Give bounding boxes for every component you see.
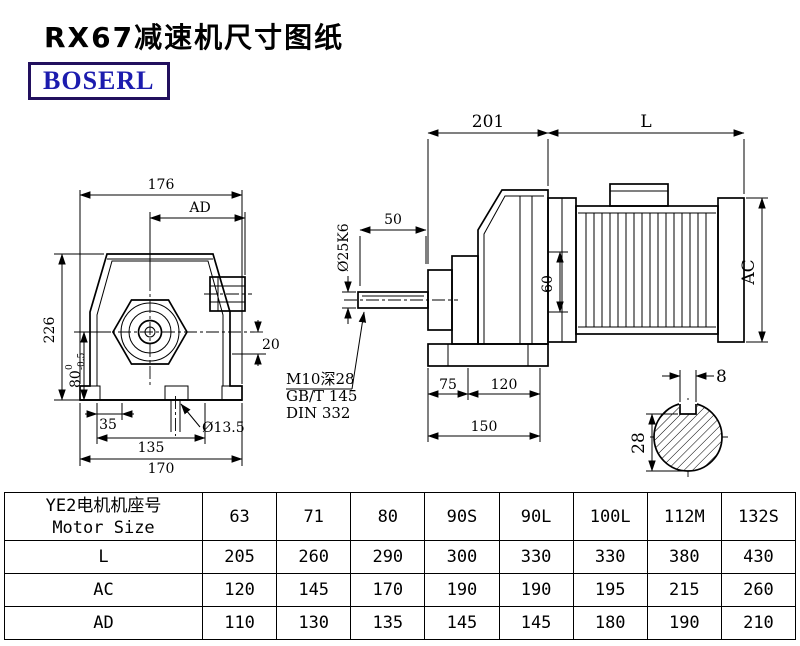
table-cell: 145 [276, 573, 352, 607]
table-cell: 210 [720, 606, 797, 640]
dim-35-label: 35 [99, 417, 117, 433]
brand-logo-text: BOSERL [43, 66, 155, 95]
table-header-cn: YE2电机机座号 [45, 495, 162, 516]
dim-75-label: 75 [439, 377, 457, 393]
dim-80-label: 80 [68, 370, 84, 388]
table-cell: 260 [720, 573, 797, 607]
table-cell: 170 [350, 573, 426, 607]
dim-shaft-dia-label: Ø25K6 [336, 223, 352, 272]
motor-size-col: 80 [350, 492, 426, 541]
shaft-section-dimensions: 8 28 [629, 367, 727, 472]
motor-size-col: 100L [572, 492, 648, 541]
dim-50-label: 50 [384, 212, 402, 228]
table-header-en: Motor Size [52, 517, 155, 538]
table-cell: 330 [498, 540, 574, 574]
table-cell: 330 [572, 540, 648, 574]
note-din-label: DIN 332 [286, 404, 350, 422]
table-cell: 145 [424, 606, 500, 640]
motor-size-col: 112M [646, 492, 722, 541]
table-header-row: YE2电机机座号 Motor Size 63 71 80 90S 90L 100… [4, 492, 797, 541]
dim-80-tol-lower: -0.5 [77, 352, 87, 370]
row-label: AD [4, 606, 203, 640]
motor-size-col: 71 [276, 492, 352, 541]
dim-226-label: 226 [42, 317, 58, 344]
motor-size-col: 63 [201, 492, 278, 541]
table-cell: 190 [646, 606, 722, 640]
table-row-AD: AD 110 130 135 145 145 180 190 210 [4, 606, 797, 640]
dim-20-label: 20 [262, 337, 280, 353]
motor-size-col: 90L [498, 492, 574, 541]
table-cell: 300 [424, 540, 500, 574]
table-cell: 380 [646, 540, 722, 574]
dim-28-label: 28 [629, 432, 649, 454]
dim-176-label: 176 [148, 177, 175, 193]
table-cell: 430 [720, 540, 797, 574]
dim-hole-label: Ø13.5 [202, 420, 245, 436]
side-view-dimensions: 201 L 50 Ø25K6 60 AC 75 120 [286, 112, 768, 442]
dim-60-label: 60 [540, 275, 556, 293]
table-cell: 135 [350, 606, 426, 640]
table-cell: 145 [498, 606, 574, 640]
dim-170-label: 170 [148, 461, 175, 477]
dim-135-label: 135 [138, 440, 165, 456]
dim-ad-label: AD [188, 200, 210, 216]
table-cell: 195 [572, 573, 648, 607]
table-cell: 130 [276, 606, 352, 640]
shaft-section: 8 28 [629, 367, 728, 478]
motor-size-col: 90S [424, 492, 500, 541]
motor-size-col: 132S [720, 492, 797, 541]
motor-dimension-table: YE2电机机座号 Motor Size 63 71 80 90S 90L 100… [4, 492, 797, 640]
table-cell: 110 [201, 606, 278, 640]
side-view: 201 L 50 Ø25K6 60 AC 75 120 [286, 112, 768, 442]
table-cell: 290 [350, 540, 426, 574]
dim-80-group: 80 0 -0.5 [65, 352, 87, 388]
dim-ac-label: AC [739, 259, 759, 285]
table-row-AC: AC 120 145 170 190 190 195 215 260 [4, 573, 797, 607]
table-cell: 190 [498, 573, 574, 607]
front-view: 176 AD 226 80 0 -0.5 35 [42, 177, 280, 477]
dim-l-label: L [640, 112, 651, 132]
table-cell: 260 [276, 540, 352, 574]
table-row-L: L 205 260 290 300 330 330 380 430 [4, 540, 797, 574]
row-label: L [4, 540, 203, 574]
technical-drawing: 176 AD 226 80 0 -0.5 35 [42, 112, 768, 478]
dim-150-label: 150 [471, 419, 498, 435]
dim-201-label: 201 [472, 112, 504, 132]
side-view-geometry [344, 183, 745, 367]
brand-logo: BOSERL [28, 62, 170, 100]
table-cell: 215 [646, 573, 722, 607]
table-header-motor-size: YE2电机机座号 Motor Size [4, 492, 203, 541]
page-title: RX67减速机尺寸图纸 [44, 21, 345, 54]
dim-8-label: 8 [716, 367, 727, 387]
dim-120-label: 120 [491, 377, 518, 393]
note-m10-label: M10深28 [286, 370, 355, 388]
front-view-dimensions: 176 AD 226 80 0 -0.5 35 [42, 177, 280, 477]
dim-80-tol-upper: 0 [65, 364, 75, 370]
shaft-section-geometry [650, 398, 728, 478]
note-gbt-label: GB/T 145 [286, 387, 357, 405]
table-cell: 180 [572, 606, 648, 640]
front-view-geometry [79, 253, 266, 436]
table-cell: 120 [201, 573, 278, 607]
table-cell: 190 [424, 573, 500, 607]
table-cell: 205 [201, 540, 278, 574]
row-label: AC [4, 573, 203, 607]
